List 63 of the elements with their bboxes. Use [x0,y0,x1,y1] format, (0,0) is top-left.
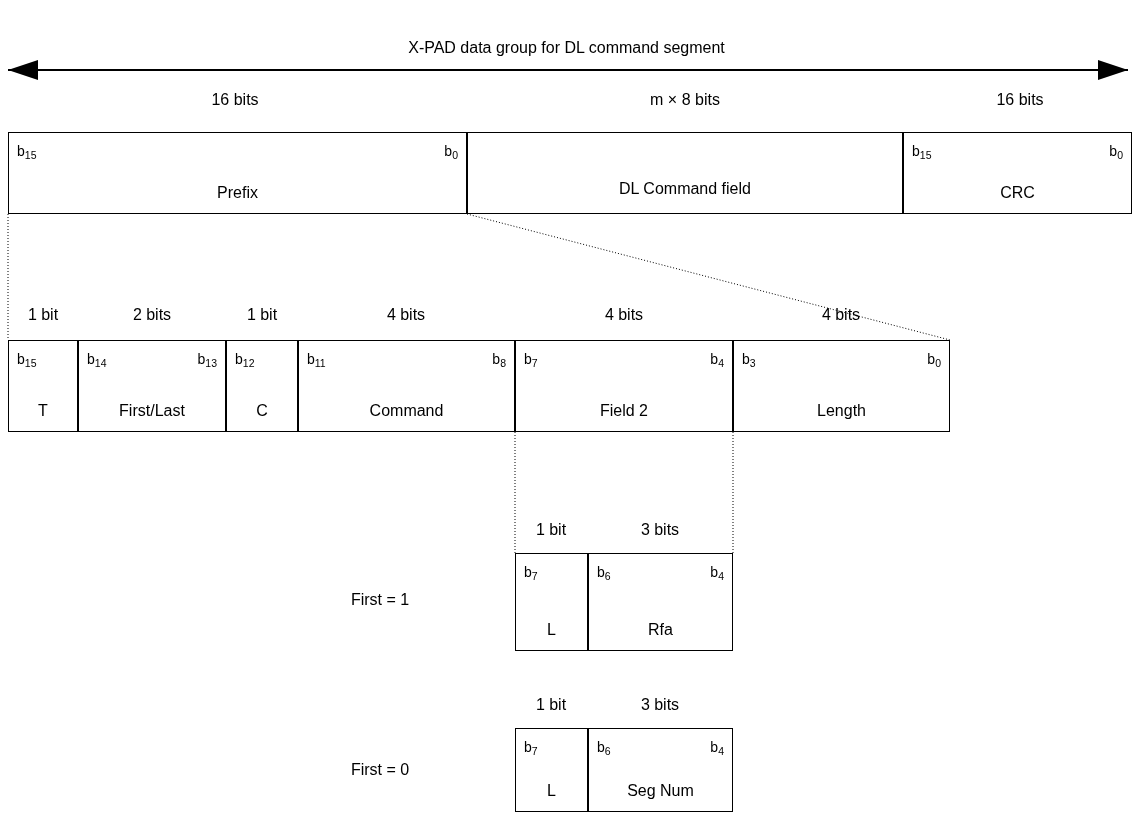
bit-index: b$_{4}$ [710,563,724,583]
bit-width-label: 4 bits [386,305,426,325]
bit-index: b$_{12}$ [235,350,255,370]
bit-width-label: 4 bits [604,305,644,325]
bit-index: b$_{15}$ [17,142,37,162]
bit-field-box [78,340,226,432]
field-name: Length [817,401,866,421]
field-name: T [38,401,48,421]
bit-width-label: 1 bit [246,305,278,325]
bit-width-label: 16 bits [211,90,259,110]
bit-field-box [515,553,588,651]
bit-width-label: 3 bits [640,520,680,540]
bit-index: b$_{8}$ [492,350,506,370]
bit-index: b$_{15}$ [912,142,932,162]
bit-width-label: 2 bits [132,305,172,325]
bit-field-box [298,340,515,432]
bit-index: b$_{7}$ [524,563,538,583]
field-name: Command [369,401,444,421]
bit-index: b$_{3}$ [742,350,756,370]
bit-width-label: First = 1 [350,590,410,610]
bit-field-box [8,340,78,432]
bit-index: b$_{15}$ [17,350,37,370]
field-name: CRC [1000,183,1035,203]
field-name: Rfa [648,620,673,640]
bit-field-box [903,132,1132,214]
bit-index: b$_{14}$ [87,350,107,370]
field-name: First/Last [119,401,185,421]
bit-width-label: 1 bit [535,695,567,715]
bit-width-label: 4 bits [821,305,861,325]
field-name: L [547,781,556,801]
bit-index: b$_{4}$ [710,350,724,370]
bit-index: b$_{0}$ [927,350,941,370]
bit-index: b$_{0}$ [1109,142,1123,162]
bit-width-label: First = 0 [350,760,410,780]
bit-field-box [8,132,467,214]
bit-index: b$_{7}$ [524,350,538,370]
field-name: L [547,620,556,640]
bit-field-box [733,340,950,432]
bit-index: b$_{4}$ [710,738,724,758]
bit-field-box [226,340,298,432]
field-name: C [256,401,268,421]
bit-width-label: 1 bit [27,305,59,325]
bit-index: b$_{13}$ [197,350,217,370]
bit-index: b$_{11}$ [307,350,326,370]
bit-field-box [588,728,733,812]
bit-field-box [515,340,733,432]
bit-field-box [588,553,733,651]
bit-index: b$_{6}$ [597,563,611,583]
bit-width-label: 1 bit [535,520,567,540]
bit-width-label: 16 bits [996,90,1044,110]
field-name: Seg Num [627,781,694,801]
bit-field-box [515,728,588,812]
bit-width-label: 3 bits [640,695,680,715]
diagram-title: X-PAD data group for DL command segment [407,38,726,58]
field-name: Prefix [217,183,258,203]
field-name: DL Command field [619,179,751,199]
bit-field-box [467,132,903,214]
bit-index: b$_{7}$ [524,738,538,758]
bit-width-label: m × 8 bits [650,90,720,110]
field-name: Field 2 [600,401,648,421]
bit-index: b$_{6}$ [597,738,611,758]
bit-index: b$_{0}$ [444,142,458,162]
zoom-guide-line [7,213,9,341]
